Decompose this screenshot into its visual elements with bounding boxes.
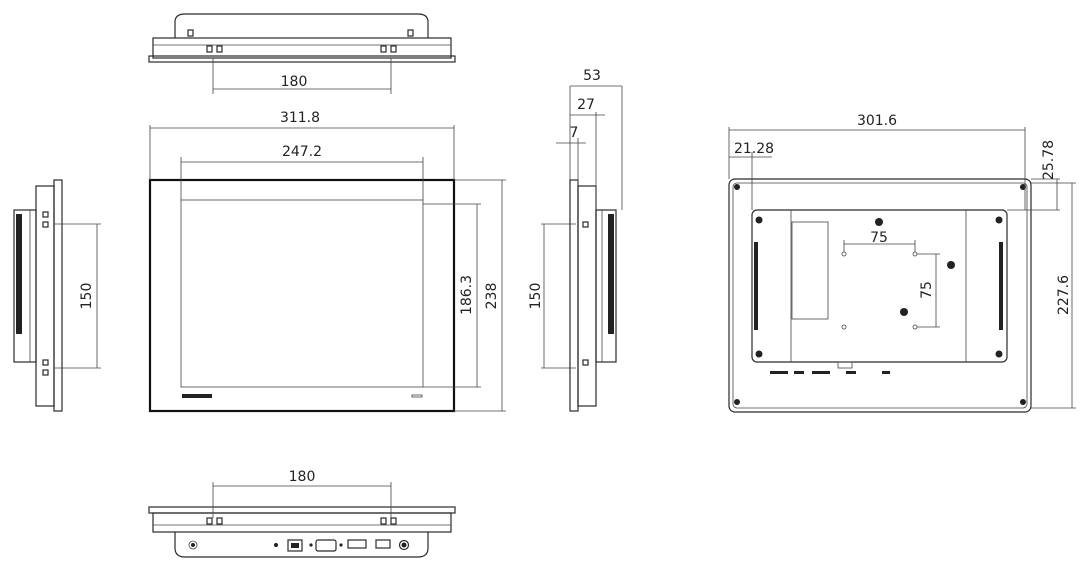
side-bezel-label: 7 bbox=[570, 125, 579, 141]
right-side-view: 53 27 7 150 bbox=[528, 68, 623, 412]
rear-vesa-x-label: 75 bbox=[870, 230, 888, 246]
top-width-label: 180 bbox=[281, 74, 308, 90]
side-bracket-label: 27 bbox=[577, 97, 595, 113]
left-side-view: 150 bbox=[13, 179, 101, 412]
front-screen-height-label: 186.3 bbox=[459, 275, 475, 315]
rear-offset-y-label: 25.78 bbox=[1041, 140, 1057, 180]
rear-offset-x-label: 21.28 bbox=[734, 141, 774, 157]
rear-view: 75 75 301.6 21.28 25.78 227.6 bbox=[728, 113, 1076, 413]
rear-height-label: 227.6 bbox=[1056, 275, 1072, 315]
left-height-label: 150 bbox=[79, 283, 95, 310]
bottom-view: 180 bbox=[148, 469, 456, 558]
front-width-label: 311.8 bbox=[280, 110, 320, 126]
front-height-label: 238 bbox=[484, 283, 500, 310]
side-depth-label: 53 bbox=[583, 68, 601, 84]
front-view: 311.8 247.2 238 186.3 bbox=[148, 110, 506, 413]
bottom-width-label: 180 bbox=[289, 469, 316, 485]
front-screen-width-label: 247.2 bbox=[282, 144, 322, 160]
side-height-label: 150 bbox=[528, 283, 544, 310]
rear-width-label: 301.6 bbox=[857, 113, 897, 129]
rear-vesa-y-label: 75 bbox=[919, 281, 935, 299]
top-view: 180 bbox=[148, 13, 456, 94]
